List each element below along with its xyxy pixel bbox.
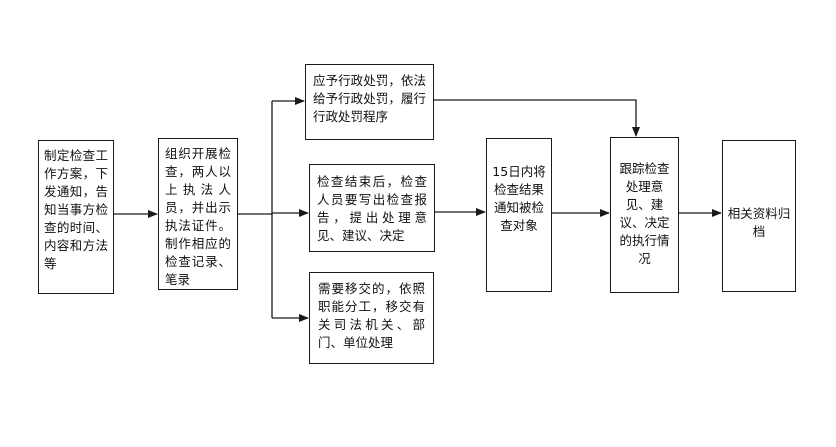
step-execute-box: 组织开展检查，两人以上执法人员，并出示执法证件。制作相应的检查记录、笔录 (158, 138, 238, 290)
step-plan-text: 制定检查工作方案，下发通知，告知当事方检查的时间、内容和方法等 (44, 148, 108, 271)
step-track-text: 跟踪检查处理意见、建议、决定的执行情况 (619, 161, 670, 266)
step-transfer-text: 需要移交的，依照职能分工，移交有关司法机关、部门、单位处理 (318, 281, 425, 350)
step-archive-text: 相关资料归档 (727, 206, 791, 239)
step-archive-box: 相关资料归档 (722, 140, 796, 292)
step-admin-penalty-box: 应予行政处罚，依法给予行政处罚，履行行政处罚程序 (305, 64, 434, 140)
step-execute-text: 组织开展检查，两人以上执法人员，并出示执法证件。制作相应的检查记录、笔录 (165, 146, 231, 287)
step-notify-box: 15日内将检查结果通知被检查对象 (486, 138, 552, 292)
step-plan-box: 制定检查工作方案，下发通知，告知当事方检查的时间、内容和方法等 (38, 140, 114, 294)
step-notify-text: 15日内将检查结果通知被检查对象 (492, 164, 546, 233)
step-transfer-box: 需要移交的，依照职能分工，移交有关司法机关、部门、单位处理 (309, 272, 434, 364)
step-track-box: 跟踪检查处理意见、建议、决定的执行情况 (610, 137, 679, 293)
step-report-text: 检查结束后，检查人员要写出检查报告，提出处理意见、建议、决定 (317, 174, 427, 243)
step-admin-penalty-text: 应予行政处罚，依法给予行政处罚，履行行政处罚程序 (313, 73, 426, 124)
arrow-admin-to-track (434, 99, 640, 137)
step-report-box: 检查结束后，检查人员要写出检查报告，提出处理意见、建议、决定 (309, 164, 435, 252)
